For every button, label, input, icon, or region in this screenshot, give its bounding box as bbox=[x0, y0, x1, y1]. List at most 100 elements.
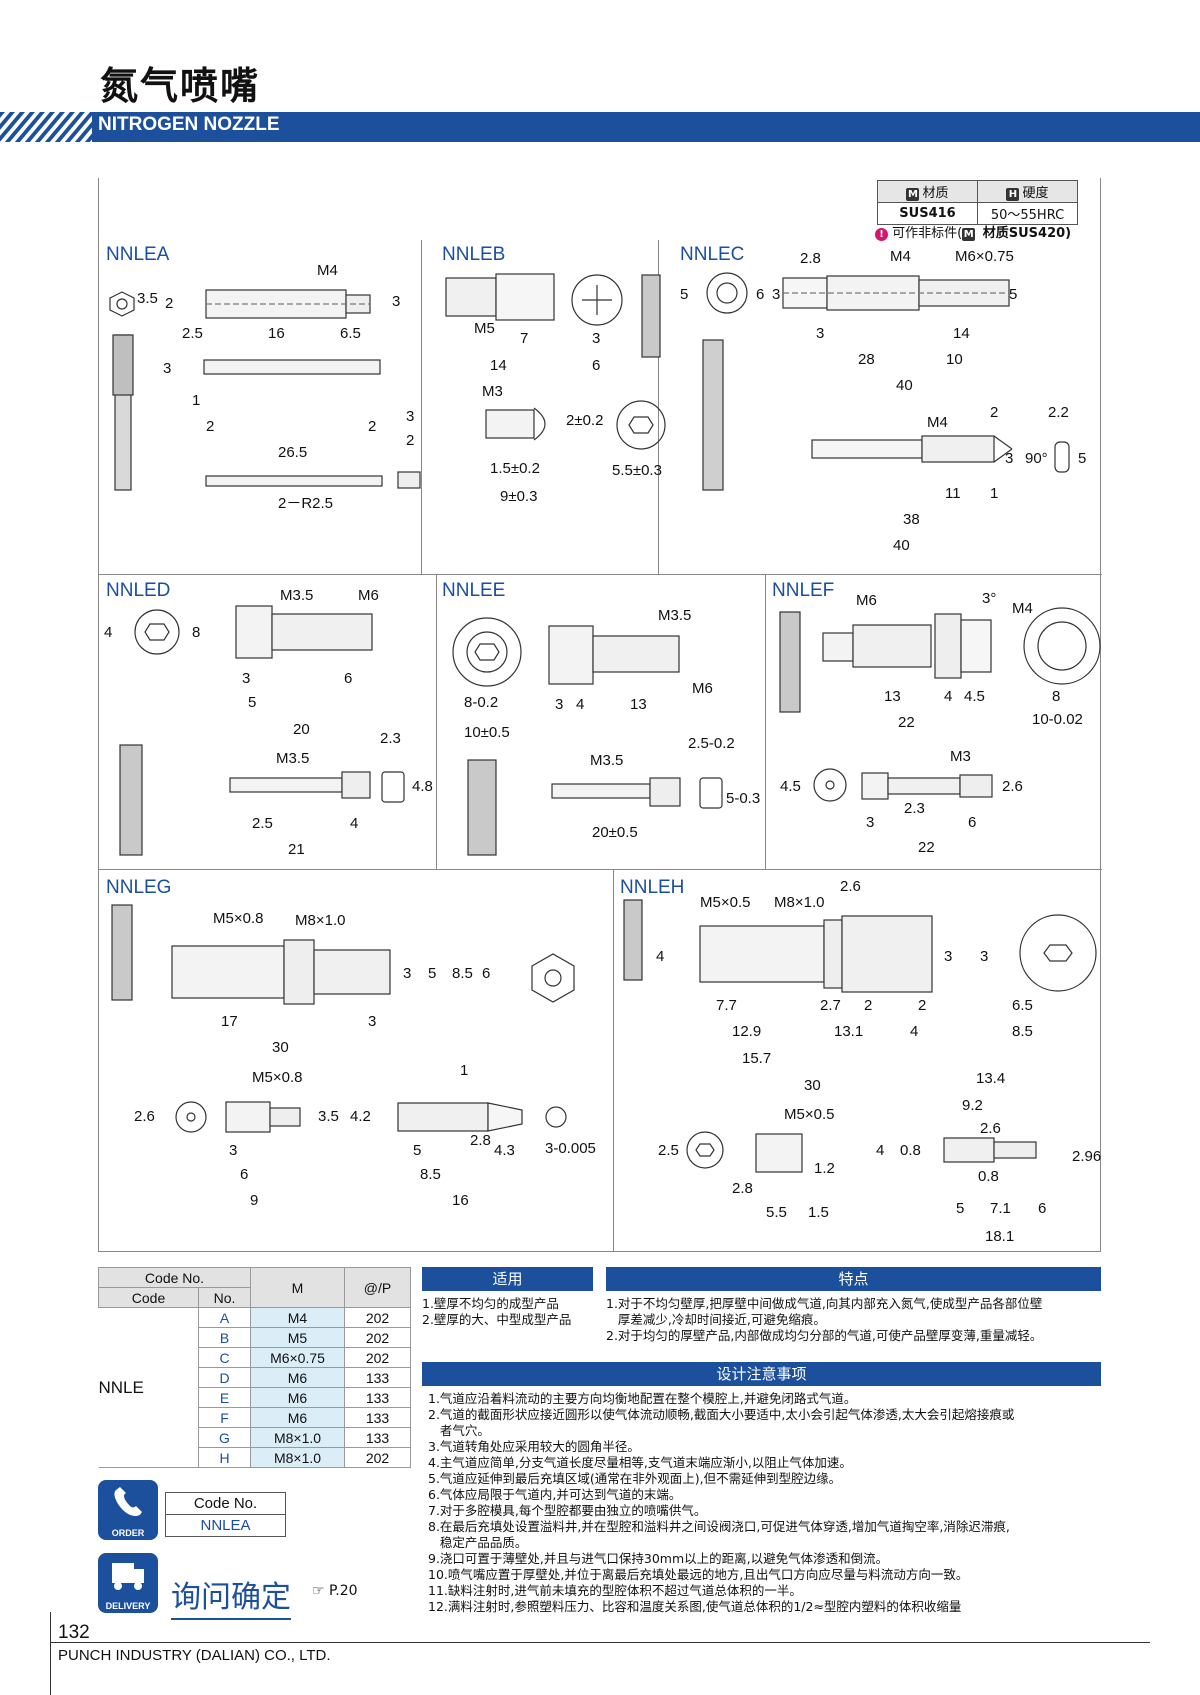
design-item: 1.气道应沿着料流动的主要方向均衡地配置在整个模腔上,并避免闭路式气道。 bbox=[428, 1391, 857, 1406]
dim-label: 3 bbox=[392, 293, 401, 310]
dim-label: 7 bbox=[520, 330, 529, 347]
dim-label: 2 bbox=[918, 997, 927, 1014]
design-item: 12.满料注射时,参照塑料压力、比容和温度关系图,使气道总体积的1/2≈型腔内塑… bbox=[428, 1599, 962, 1614]
dim-label: 6 bbox=[1038, 1200, 1047, 1217]
note-prefix: 可作非标件( bbox=[892, 226, 963, 241]
dim-label: 5 bbox=[680, 286, 689, 303]
dim-label: 2.8 bbox=[732, 1180, 753, 1197]
dim-label: 3 bbox=[866, 814, 875, 831]
dim-label: 6 bbox=[482, 965, 491, 982]
dim-label: 2.3 bbox=[904, 800, 925, 817]
dim-label: 16 bbox=[452, 1192, 469, 1209]
section-nnleh-label: NNLEH bbox=[620, 877, 685, 898]
order-code-value: NNLEA bbox=[165, 1514, 286, 1537]
dim-label: 8.5 bbox=[452, 965, 473, 982]
dim-label: 5 bbox=[1009, 286, 1018, 303]
dim-label: 6.5 bbox=[340, 325, 361, 342]
code-no-head: Code No. bbox=[98, 1267, 251, 1288]
dim-label: 5 bbox=[956, 1200, 965, 1217]
nnlec-drawing bbox=[702, 272, 1070, 491]
dim-label: 22 bbox=[918, 839, 935, 856]
page-subtitle: NITROGEN NOZZLE bbox=[98, 114, 280, 135]
dim-label: M5×0.5 bbox=[700, 894, 751, 911]
dim-label: 5.5±0.3 bbox=[612, 462, 662, 479]
hardness-value: 50～55HRC bbox=[977, 202, 1078, 225]
dim-label: 3 bbox=[403, 965, 412, 982]
table-row-no: A bbox=[198, 1307, 251, 1328]
order-icon: ORDER bbox=[98, 1480, 158, 1540]
dim-label: 30 bbox=[804, 1077, 821, 1094]
dim-label: 8 bbox=[1052, 688, 1061, 705]
table-row-no: C bbox=[198, 1347, 251, 1368]
dim-label: 3° bbox=[982, 590, 997, 607]
material-value: SUS416 bbox=[877, 202, 978, 225]
code-family: NNLE bbox=[98, 1307, 199, 1468]
dim-label: M4 bbox=[927, 414, 948, 431]
truck-icon bbox=[112, 1563, 144, 1590]
page-number: 132 bbox=[58, 1622, 90, 1643]
page-reference-label: P.20 bbox=[329, 1583, 358, 1599]
section-nnled-label: NNLED bbox=[106, 580, 171, 601]
dim-label: 5-0.3 bbox=[726, 790, 761, 807]
delivery-label: DELIVERY bbox=[105, 1601, 151, 1611]
dim-label: 4 bbox=[350, 815, 359, 832]
table-row-price: 133 bbox=[344, 1407, 411, 1428]
dim-label: 8.5 bbox=[420, 1166, 441, 1183]
dim-label: 6 bbox=[240, 1166, 249, 1183]
dim-label: 3 bbox=[368, 1013, 377, 1030]
dim-label: 2 bbox=[864, 997, 873, 1014]
dim-label: 6 bbox=[968, 814, 977, 831]
dim-label: M6 bbox=[856, 592, 877, 609]
dim-label: 3 bbox=[592, 330, 601, 347]
dim-label: 0.8 bbox=[978, 1168, 999, 1185]
dim-label: 2.2 bbox=[1048, 404, 1069, 421]
dim-label: 3 bbox=[242, 670, 251, 687]
features-item: 1.对于不均匀壁厚,把厚壁中间做成气道,向其内部充入氮气,使成型产品各部位壁 bbox=[606, 1296, 1043, 1311]
dim-label: M5×0.8 bbox=[213, 910, 264, 927]
dim-label: M6×0.75 bbox=[955, 248, 1014, 265]
dim-label: 4.5 bbox=[964, 688, 985, 705]
dim-label: 8.5 bbox=[1012, 1023, 1033, 1040]
dim-label: M5×0.5 bbox=[784, 1106, 835, 1123]
dim-label: M3 bbox=[950, 748, 971, 765]
dim-label: M3.5 bbox=[276, 750, 310, 767]
dim-label: 15.7 bbox=[742, 1050, 772, 1067]
table-row-price: 202 bbox=[344, 1307, 411, 1328]
dim-label: 2.6 bbox=[134, 1108, 155, 1125]
dim-label: 6.5 bbox=[1012, 997, 1033, 1014]
dim-label: 13.4 bbox=[976, 1070, 1006, 1087]
dim-label: 28 bbox=[858, 351, 875, 368]
page-reference[interactable]: ☞ P.20 bbox=[312, 1583, 358, 1599]
dim-label: 3 bbox=[1005, 450, 1014, 467]
footer-divider bbox=[50, 1612, 51, 1695]
dim-label: 13 bbox=[884, 688, 901, 705]
dim-label: 1.5 bbox=[808, 1204, 829, 1221]
table-row-price: 133 bbox=[344, 1387, 411, 1408]
order-label: ORDER bbox=[111, 1528, 145, 1538]
dim-label: M5 bbox=[474, 320, 495, 337]
no-head: No. bbox=[198, 1287, 251, 1308]
custom-note: ! 可作非标件(M 材质SUS420) bbox=[875, 222, 1071, 241]
dim-label: 21 bbox=[288, 841, 305, 858]
design-item: 10.喷气嘴应置于厚壁处,并位于离最后充填处最远的地方,且出气口方向应尽量与料流… bbox=[428, 1567, 969, 1582]
table-row-m: M6 bbox=[250, 1387, 345, 1408]
dim-label: 4.2 bbox=[350, 1108, 371, 1125]
dim-label: 8-0.2 bbox=[464, 694, 499, 711]
usage-item: 2.壁厚的大、中型成型产品 bbox=[422, 1312, 572, 1327]
order-code-card: Code No. NNLEA bbox=[165, 1492, 286, 1537]
dim-label: 2.7 bbox=[820, 997, 841, 1014]
dim-label: 2 bbox=[990, 404, 999, 421]
dim-label: 4 bbox=[910, 1023, 919, 1040]
dim-label: 1 bbox=[460, 1062, 469, 1079]
table-row-no: D bbox=[198, 1367, 251, 1388]
dim-label: 2 bbox=[206, 418, 215, 435]
delivery-icon: DELIVERY bbox=[98, 1553, 158, 1613]
dim-label: 9.2 bbox=[962, 1097, 983, 1114]
dim-label: 3 bbox=[772, 286, 781, 303]
dim-label: 20 bbox=[293, 721, 310, 738]
section-nnlee-label: NNLEE bbox=[442, 580, 506, 601]
dim-label: 2 bbox=[165, 295, 174, 312]
dim-label: 6 bbox=[592, 357, 601, 374]
dim-label: 2.3 bbox=[380, 730, 401, 747]
